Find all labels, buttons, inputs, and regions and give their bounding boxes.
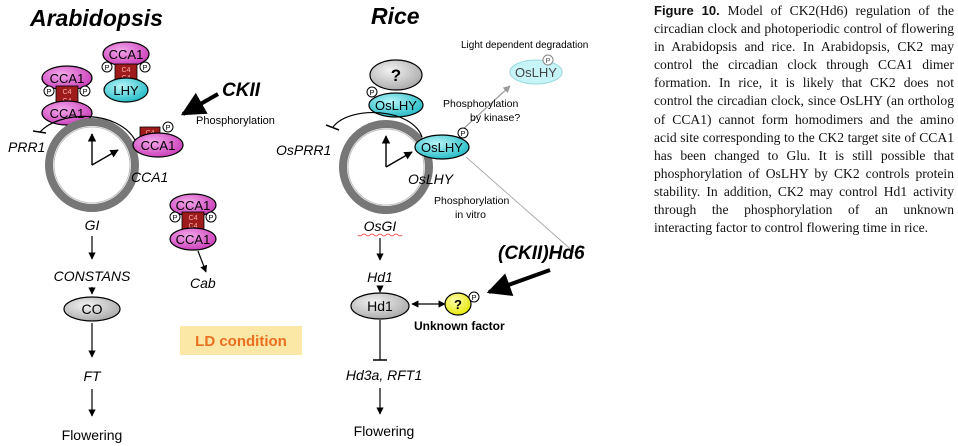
cab-label: Cab bbox=[190, 275, 216, 291]
ckii-arrow bbox=[180, 92, 219, 116]
ld-condition-box bbox=[180, 326, 302, 355]
svg-text:CCA1: CCA1 bbox=[176, 198, 211, 213]
osgi-underline bbox=[357, 233, 403, 237]
svg-text:CCA1: CCA1 bbox=[50, 71, 85, 86]
prr1-label: PRR1 bbox=[8, 139, 45, 155]
ft-label: FT bbox=[83, 368, 102, 384]
hd1-box-label: Hd1 bbox=[367, 298, 393, 314]
svg-text:C4: C4 bbox=[63, 89, 72, 96]
cca1-homodimer-right: C4 C4 CCA1 CCA1 P P bbox=[169, 193, 217, 251]
svg-text:P: P bbox=[369, 88, 374, 97]
svg-text:P: P bbox=[471, 293, 476, 302]
arabidopsis-clock bbox=[45, 118, 139, 212]
hd1-label: Hd1 bbox=[367, 269, 393, 285]
ckii-hd6-arrow bbox=[486, 268, 551, 296]
lhy-label: LHY bbox=[113, 83, 139, 98]
osgi-label: OsGI bbox=[364, 218, 397, 234]
cca1-homodimer-left: C4 C4 CCA1 CCA1 P P bbox=[41, 65, 93, 126]
phos-vitro-line1: Phosphorylation bbox=[434, 195, 509, 207]
phospho-p bbox=[366, 86, 378, 98]
phos-vitro-line bbox=[465, 156, 576, 254]
svg-text:C4: C4 bbox=[189, 215, 198, 222]
phos-kinase-line1: Phosphorylation bbox=[443, 98, 518, 110]
unknown-factor-ellipse bbox=[444, 292, 472, 316]
arrow-to-cab bbox=[197, 250, 208, 273]
svg-text:P: P bbox=[142, 63, 147, 72]
co-label: CO bbox=[82, 301, 103, 317]
rice-flowering-label: Flowering bbox=[354, 423, 415, 439]
svg-text:C4: C4 bbox=[122, 67, 131, 74]
osprr1-label: OsPRR1 bbox=[276, 142, 331, 158]
svg-text:P: P bbox=[460, 129, 465, 138]
rice-title: Rice bbox=[371, 3, 420, 29]
inhibit-bar bbox=[32, 130, 47, 134]
oslhy-clock-label: OsLHY bbox=[408, 171, 455, 187]
oslhy-complex: ? OsLHY P bbox=[366, 59, 424, 118]
cca1-label: CCA1 bbox=[109, 47, 144, 62]
ld-condition-label: LD condition bbox=[195, 333, 287, 350]
phospho-p bbox=[468, 291, 480, 303]
cca1-lhy-dimer: C4 C4 CCA1 LHY P P bbox=[101, 41, 151, 103]
phospho-p bbox=[162, 121, 174, 133]
svg-text:OsLHY: OsLHY bbox=[375, 98, 417, 113]
hd3a-label: Hd3a, RFT1 bbox=[346, 367, 422, 383]
svg-text:P: P bbox=[165, 123, 170, 132]
oslhy-ellipse bbox=[414, 134, 470, 160]
phospho-p bbox=[43, 85, 55, 97]
svg-text:P: P bbox=[82, 87, 87, 96]
svg-text:?: ? bbox=[454, 297, 462, 312]
flowering-label: Flowering bbox=[62, 427, 123, 443]
caption-label: Figure 10. bbox=[654, 3, 720, 18]
feedback-loop bbox=[39, 115, 136, 141]
cca1-clock-label: CCA1 bbox=[131, 169, 168, 185]
svg-text:P: P bbox=[46, 87, 51, 96]
phos-kinase-line2: by kinase? bbox=[470, 112, 520, 124]
phospho-p bbox=[79, 85, 91, 97]
phospho-p bbox=[205, 211, 217, 223]
svg-text:P: P bbox=[104, 63, 109, 72]
constans-label: CONSTANS bbox=[54, 268, 131, 284]
figure-caption: Figure 10. Model of CK2(Hd6) regulation … bbox=[654, 2, 954, 237]
phospho-p bbox=[542, 54, 554, 66]
inhibit-bar bbox=[325, 124, 340, 131]
gi-label: GI bbox=[85, 217, 100, 233]
hd1-ellipse bbox=[350, 292, 410, 320]
phosphorylation-label: Phosphorylation bbox=[196, 115, 275, 127]
figure-diagram: Arabidopsis C4 C4 CCA1 LHY P P C4 C4 CCA… bbox=[8, 3, 588, 443]
oslhy-degraded bbox=[509, 59, 563, 85]
phospho-p bbox=[169, 211, 181, 223]
svg-text:P: P bbox=[545, 56, 550, 65]
svg-text:OsLHY: OsLHY bbox=[421, 140, 463, 155]
svg-text:C4: C4 bbox=[189, 223, 198, 230]
svg-text:P: P bbox=[172, 213, 177, 222]
rice-clock bbox=[339, 120, 433, 214]
svg-text:?: ? bbox=[391, 66, 401, 85]
feedback-loop bbox=[332, 111, 423, 138]
svg-text:OsLHY: OsLHY bbox=[515, 65, 557, 80]
svg-text:CCA1: CCA1 bbox=[176, 232, 211, 247]
lhy-ellipse bbox=[103, 77, 149, 103]
phospho-p bbox=[457, 127, 469, 139]
phospho-p bbox=[101, 61, 113, 73]
co-ellipse bbox=[63, 296, 121, 322]
light-degradation-label: Light dependent degradation bbox=[461, 40, 588, 51]
degradation-arrow bbox=[460, 85, 511, 132]
svg-text:CCA1: CCA1 bbox=[141, 138, 176, 153]
svg-text:P: P bbox=[208, 213, 213, 222]
phospho-p bbox=[139, 61, 151, 73]
cca1-monomer-phosphorylated: C4 P CCA1 bbox=[132, 121, 184, 158]
phos-vitro-line2: in vitro bbox=[455, 209, 486, 221]
unknown-factor-label: Unknown factor bbox=[414, 319, 505, 333]
arabidopsis-title: Arabidopsis bbox=[29, 5, 163, 31]
caption-text: Model of CK2(Hd6) regulation of the circ… bbox=[654, 3, 954, 236]
ckii-hd6-label: (CKII)Hd6 bbox=[498, 243, 585, 264]
ckii-label: CKII bbox=[222, 80, 261, 101]
